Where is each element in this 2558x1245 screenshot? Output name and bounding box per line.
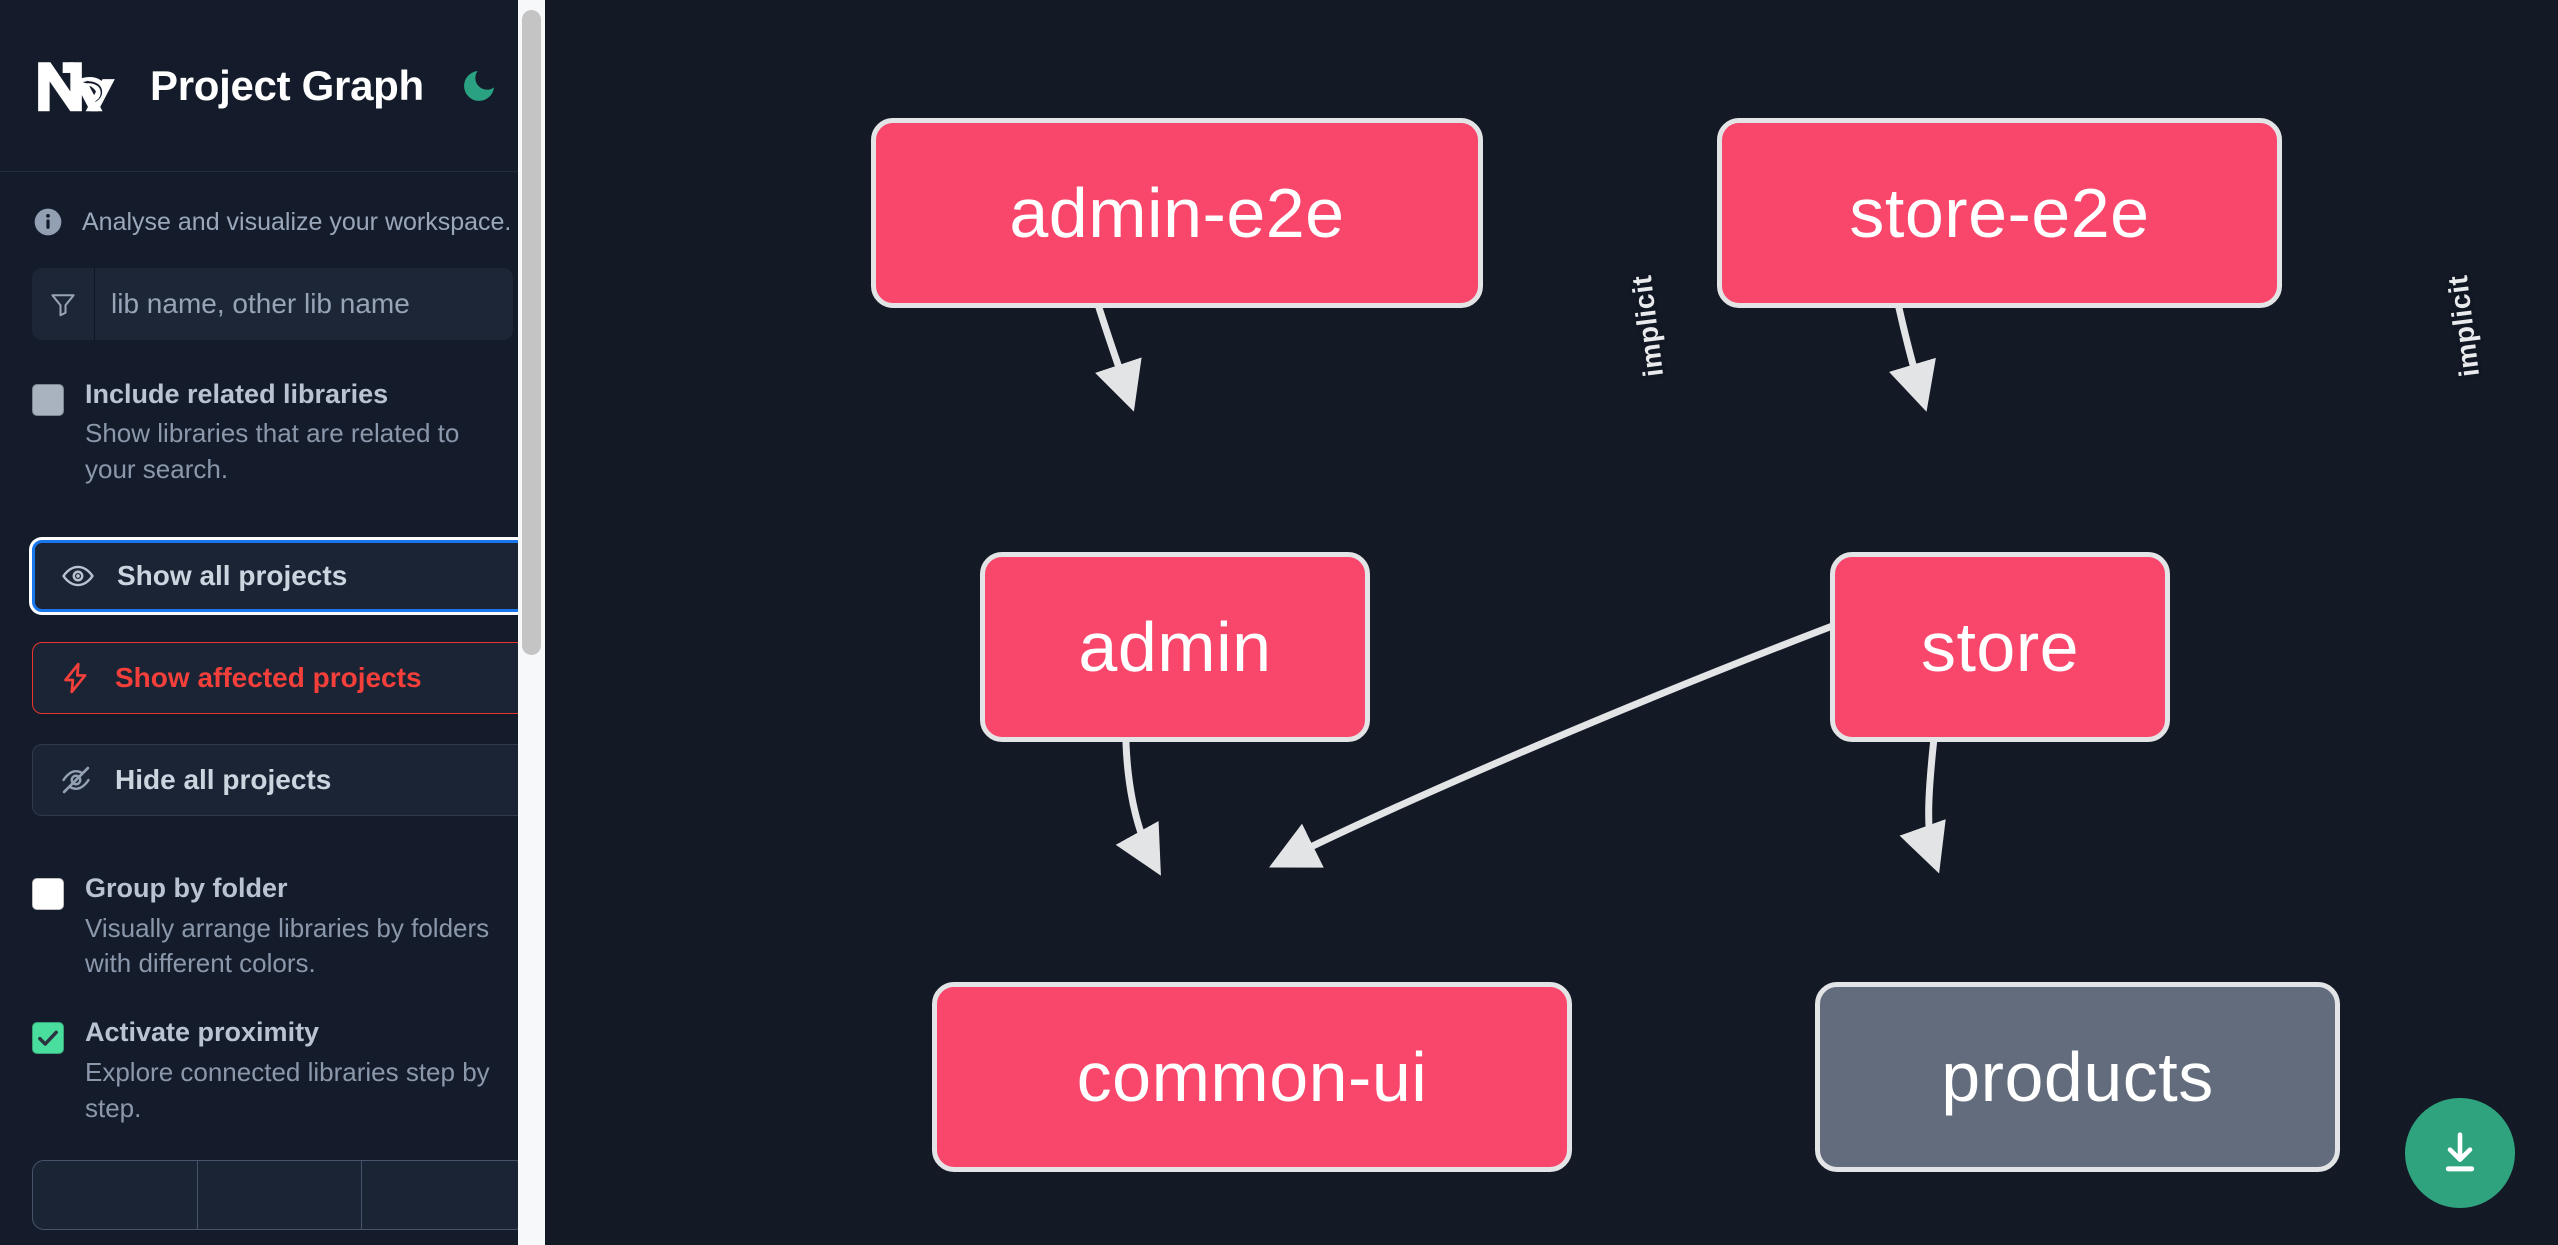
proximity-segmented-control[interactable]: [32, 1160, 527, 1231]
proximity-segment-3[interactable]: [362, 1161, 526, 1229]
graph-node-common-ui[interactable]: common-ui: [932, 982, 1572, 1172]
moon-icon[interactable]: [452, 59, 506, 113]
search-input[interactable]: [95, 268, 513, 340]
graph-canvas[interactable]: implicit implicit admin-e2e store-e2e ad…: [545, 0, 2558, 1245]
sidebar-scrollbar-track[interactable]: [518, 0, 545, 1245]
sidebar-scrollbar-thumb[interactable]: [522, 10, 541, 655]
workspace-info-text: Analyse and visualize your workspace.: [82, 207, 512, 236]
show-all-projects-button[interactable]: Show all projects: [32, 540, 527, 613]
download-icon: [2435, 1128, 2485, 1178]
graph-node-admin-e2e[interactable]: admin-e2e: [871, 118, 1483, 308]
graph-node-admin[interactable]: admin: [980, 552, 1370, 742]
graph-node-products-label: products: [1941, 1038, 2214, 1116]
eye-slash-icon: [59, 763, 93, 797]
hide-all-projects-button[interactable]: Hide all projects: [32, 744, 527, 817]
download-image-button[interactable]: [2405, 1098, 2515, 1208]
checkbox-row-include-related-libraries[interactable]: Include related libraries Show libraries…: [32, 378, 513, 488]
graph-node-store[interactable]: store: [1830, 552, 2170, 742]
group-by-folder-label: Group by folder: [85, 873, 288, 904]
graph-node-store-e2e-label: store-e2e: [1849, 174, 2150, 252]
graph-node-common-ui-label: common-ui: [1076, 1038, 1428, 1116]
include-related-libraries-label: Include related libraries: [85, 379, 389, 409]
show-all-projects-label: Show all projects: [117, 560, 348, 592]
activate-proximity-description: Explore connected libraries step by step…: [85, 1056, 490, 1123]
search-bar[interactable]: [32, 268, 513, 340]
graph-node-products[interactable]: products: [1815, 982, 2340, 1172]
info-circle-icon: [32, 206, 64, 238]
include-related-libraries-description: Show libraries that are related to your …: [85, 418, 460, 485]
proximity-segment-2[interactable]: [198, 1161, 363, 1230]
checkbox-row-group-by-folder[interactable]: Group by folder Visually arrange librari…: [32, 872, 513, 982]
workspace-info: Analyse and visualize your workspace.: [0, 172, 545, 268]
filter-funnel-icon: [32, 268, 95, 340]
proximity-segment-1[interactable]: [33, 1161, 198, 1230]
group-by-folder-checkbox[interactable]: [32, 878, 64, 911]
activate-proximity-label: Activate proximity: [85, 1017, 320, 1048]
nx-logo-icon: [32, 56, 124, 116]
show-affected-projects-button[interactable]: Show affected projects: [32, 642, 527, 715]
graph-node-admin-e2e-label: admin-e2e: [1009, 174, 1345, 252]
edge-store-common-ui: [1269, 621, 1839, 868]
lightning-bolt-icon: [59, 661, 93, 695]
sidebar-header: Project Graph: [0, 0, 545, 172]
graph-node-store-e2e[interactable]: store-e2e: [1717, 118, 2282, 308]
sidebar: Project Graph Analyse and visualize yo: [0, 0, 545, 1245]
include-related-libraries-checkbox[interactable]: [32, 384, 64, 416]
checkbox-row-activate-proximity[interactable]: Activate proximity Explore connected lib…: [32, 1016, 513, 1126]
activate-proximity-checkbox[interactable]: [32, 1022, 64, 1055]
graph-node-admin-label: admin: [1078, 608, 1272, 686]
graph-node-store-label: store: [1920, 608, 2080, 686]
group-by-folder-description: Visually arrange libraries by folders wi…: [85, 912, 490, 979]
page-title: Project Graph: [150, 61, 424, 109]
hide-all-projects-label: Hide all projects: [115, 764, 332, 796]
eye-icon: [61, 559, 95, 593]
show-affected-projects-label: Show affected projects: [115, 662, 422, 694]
